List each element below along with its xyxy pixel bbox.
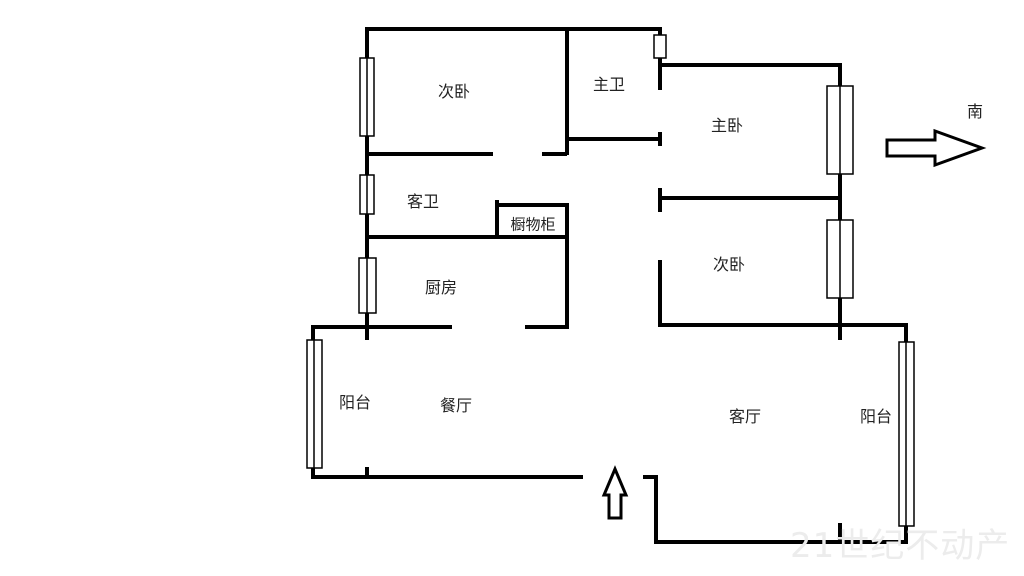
- arrow-up-icon: [601, 465, 629, 520]
- room-label-closet: 橱物柜: [510, 215, 556, 234]
- watermark: 21世纪不动产: [790, 526, 1011, 566]
- window: [653, 34, 667, 59]
- room-label-bedroom2-top: 次卧: [437, 82, 471, 101]
- room-label-balcony-right: 阳台: [859, 407, 893, 426]
- room-label-bedroom2-right: 次卧: [712, 255, 746, 274]
- compass-south-label: 南: [966, 102, 984, 121]
- room-label-master-bedroom: 主卧: [710, 116, 744, 135]
- walls: [311, 27, 908, 544]
- room-label-living: 客厅: [728, 407, 762, 426]
- arrow-right-icon: [885, 128, 987, 168]
- room-label-guest-bath: 客卫: [406, 192, 440, 211]
- room-label-kitchen: 厨房: [424, 278, 458, 297]
- room-label-master-bath: 主卫: [592, 75, 626, 94]
- room-label-balcony-left: 阳台: [338, 393, 372, 412]
- room-label-dining: 餐厅: [439, 396, 473, 415]
- window-centerlines: [313, 58, 907, 526]
- windows: [306, 34, 915, 527]
